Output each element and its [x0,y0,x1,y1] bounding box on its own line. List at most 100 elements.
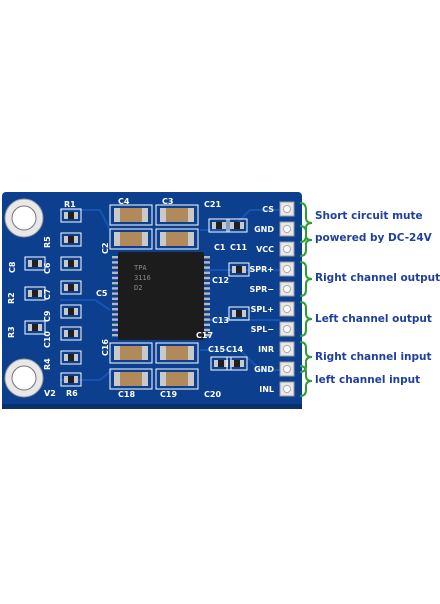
component-pad [28,324,32,331]
capacitor-terminal [160,372,166,386]
component-outline [24,320,46,335]
chip-pin [204,302,210,306]
brace-left-output [299,301,313,337]
chip-marking-line-1: TPA [134,264,147,272]
component-outline [228,262,250,277]
pin-label-spr-plus: SPR+ [250,265,275,274]
callout-braces [299,202,313,397]
component-pad [242,266,246,273]
component-pad [214,360,218,367]
component-pad [74,354,78,361]
chip-pin [204,261,210,264]
label-c11: C11 [230,243,247,252]
capacitor-terminal [188,208,194,222]
capacitor-body [166,346,188,360]
label-c21: C21 [204,200,221,209]
header-hole [283,385,291,393]
chip-pin [112,266,118,269]
component-outline [60,208,82,223]
header-hole [283,245,291,253]
chip-pin [112,261,118,264]
capacitor-outline [155,342,199,364]
component-pad [64,284,68,291]
component-pad [64,308,68,315]
component-pad [64,260,68,267]
amplifier-board-figure: TPA 3116 D2 R1 C8 R5 C6 R2 C7 C9 R3 C10 … [2,192,440,409]
label-c4: C4 [118,197,130,206]
component-body [216,222,222,229]
label-c14: C14 [226,345,243,354]
chip-pin [204,287,210,290]
pcb-edge [2,404,302,409]
component-body [32,260,38,267]
pcb-board: TPA 3116 D2 R1 C8 R5 C6 R2 C7 C9 R3 C10 … [2,192,313,409]
pin-label-cs: CS [262,205,274,214]
header-hole [283,205,291,213]
component-outline [60,326,82,341]
component-pad [28,290,32,297]
chip-marking-line-3: D2 [134,284,142,292]
callout-right-channel-output: Right channel output [315,272,440,284]
label-c20: C20 [204,390,221,399]
capacitor-body [120,208,142,222]
label-c1: C1 [214,243,226,252]
label-r2: R2 [7,292,16,304]
capacitor-outline [155,228,199,250]
component-pad [242,310,246,317]
label-c13: C13 [212,316,229,325]
header-hole [283,265,291,273]
header-hole [283,225,291,233]
component-pad [232,310,236,317]
chip-pin [112,334,118,337]
chip-pin [112,318,118,321]
component-body [68,354,74,361]
component-pad [230,360,234,367]
header-hole [283,345,291,353]
mounting-hole-top [4,198,44,238]
mounting-hole-bottom [4,358,44,398]
component-pad [64,236,68,243]
header-hole [283,325,291,333]
label-r6: R6 [66,389,78,398]
chip-pin [112,292,118,295]
component-body [68,212,74,219]
chip-pin [112,323,118,326]
label-c16: C16 [101,339,110,356]
label-c15: C15 [208,345,225,354]
component-body [32,324,38,331]
chip-pin [112,297,118,300]
component-outline [60,350,82,365]
capacitor-outline [109,342,153,364]
pin-label-inr: INR [258,345,274,354]
capacitor-outline [109,228,153,250]
component-pad [222,222,226,229]
capacitor-body [166,372,188,386]
label-c5: C5 [96,289,108,298]
component-outline [60,304,82,319]
capacitor-terminal [188,346,194,360]
component-pad [64,354,68,361]
capacitor-terminal [160,346,166,360]
component-pad [38,260,42,267]
amplifier-chip: TPA 3116 D2 [112,252,210,340]
component-outline [226,218,248,233]
capacitor-terminal [160,232,166,246]
component-outline [226,356,248,371]
capacitor-body [120,372,142,386]
chip-pin [112,282,118,285]
component-pad [230,222,234,229]
component-body [218,360,224,367]
label-c10: C10 [43,331,52,348]
pin-label-spr-minus: SPR− [250,285,275,294]
brace-vcc [299,225,313,257]
component-pad [28,260,32,267]
component-pad [74,236,78,243]
component-outline [24,256,46,271]
capacitor-terminal [188,232,194,246]
label-c9: C9 [43,310,52,322]
component-pad [74,376,78,383]
label-r5: R5 [43,236,52,248]
chip-pin [204,282,210,285]
component-body [234,222,240,229]
pin-label-spl-plus: SPL+ [251,305,274,314]
